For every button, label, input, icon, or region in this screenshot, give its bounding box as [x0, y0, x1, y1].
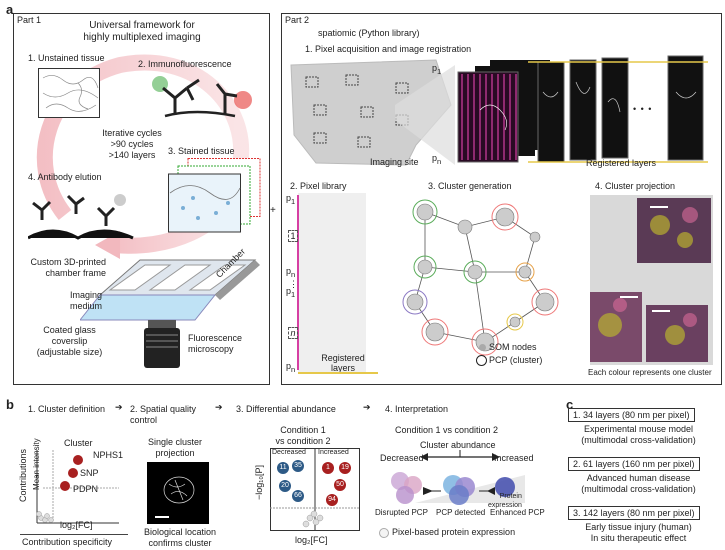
enhanced-label: Enhanced PCP	[490, 508, 545, 517]
inc-num-2: 19	[341, 464, 349, 471]
pcp-cluster-label: PCP (cluster)	[489, 355, 543, 365]
step2-label: 2. Immunofluorescence	[138, 59, 232, 69]
dec-num-4: 66	[294, 492, 302, 499]
panel-c-letter: c	[566, 397, 574, 412]
framework-title: Universal framework for highly multiplex…	[83, 20, 201, 43]
stack-ellipsis: • • •	[633, 104, 653, 114]
abundance-arrow	[420, 450, 500, 461]
single-cluster-image	[147, 462, 209, 524]
part2-title: Part 2	[285, 15, 310, 25]
som-graph	[402, 199, 559, 356]
contributions-label: Contributions	[18, 448, 28, 502]
lib-yellow-line	[298, 372, 378, 374]
part1-title: Part 1	[17, 15, 42, 25]
part2-step1: 1. Pixel acquisition and image registrat…	[305, 44, 472, 54]
stained-tissue	[168, 158, 261, 233]
c-item1-text: Experimental mouse model (multimodal cro…	[581, 424, 696, 445]
registered-layers-label: Registered layers	[586, 158, 657, 168]
pixel-library-panel	[298, 193, 366, 373]
b-step2: 2. Spatial quality control	[130, 404, 197, 425]
marker-2: SNP	[80, 468, 99, 478]
c-item3-text: Early tissue injury (human) In situ ther…	[585, 522, 692, 543]
c-item1-box: 1. 34 layers (80 nm per pixel)	[568, 408, 695, 422]
imaging-medium-label: Imaging medium	[69, 290, 102, 311]
zoom-lines	[395, 65, 455, 165]
each-colour-label: Each colour represents one cluster	[588, 368, 712, 377]
b-step3: 3. Differential abundance	[236, 404, 336, 414]
pixel-library-bar	[297, 195, 299, 370]
dec-num-1: 11	[279, 464, 287, 471]
condition-title: Condition 1 vs condition 2	[275, 425, 331, 446]
b-step4: 4. Interpretation	[385, 404, 449, 414]
increased-label: Increased	[318, 449, 349, 456]
part2-box	[281, 13, 722, 385]
single-cluster-label: Single cluster projection	[147, 437, 203, 458]
c-item2-box: 2. 61 layers (160 nm per pixel)	[568, 457, 700, 471]
inc-num-3: 50	[336, 481, 344, 488]
coverslip-label: Coated glass coverslip (adjustable size)	[36, 325, 103, 357]
part1-box	[13, 13, 270, 385]
chamber-frame	[80, 259, 260, 321]
objective-icon	[144, 320, 180, 368]
som-node-legend	[479, 344, 486, 351]
panel-a-letter: a	[6, 2, 14, 17]
pixel-legend-icon	[379, 528, 389, 538]
c-item2-text: Advanced human disease (multimodal cross…	[581, 473, 696, 494]
bio-location-label: Biological location confirms cluster	[143, 527, 217, 548]
volcano-x-label: log₂[FC]	[295, 535, 328, 545]
dec-num-3: 20	[281, 482, 289, 489]
plus-sign: +	[270, 205, 276, 216]
decreased-label: Decreased	[272, 449, 306, 456]
unstained-tissue	[38, 68, 100, 118]
imaging-site-label: Imaging site	[370, 157, 419, 167]
step1-label: 1. Unstained tissue	[28, 53, 105, 63]
pixel-library-title: 2. Pixel library	[290, 181, 347, 191]
pn-label: pn	[432, 153, 442, 166]
registered-stack	[528, 55, 708, 163]
contribution-specificity: Contribution specificity	[22, 537, 113, 547]
c-item3-box: 3. 142 layers (80 nm per pixel)	[568, 506, 700, 520]
pixel-based-label: Pixel-based protein expression	[392, 527, 516, 537]
b-step1: 1. Cluster definition	[28, 404, 106, 414]
tissue-overview	[290, 59, 452, 166]
pcp-legend	[476, 355, 487, 366]
inc-num-1: 1	[326, 464, 330, 471]
cluster-def-plot	[36, 450, 119, 524]
lib-n: n	[288, 327, 298, 339]
chamber-frame-label: Custom 3D-printed chamber frame	[30, 257, 106, 278]
elution-icon	[28, 194, 134, 240]
p1-label: p1	[432, 63, 442, 76]
protein-expr-label: Protein expression	[488, 493, 522, 509]
step3-label: 3. Stained tissue	[168, 146, 235, 156]
mean-intensity-label: Mean intensity	[32, 438, 41, 490]
cluster-title: Cluster	[64, 438, 93, 448]
detected-label: PCP detected	[436, 508, 486, 517]
cycles-text: Iterative cycles >90 cycles >140 layers	[102, 128, 162, 160]
dec-num-2: 35	[294, 462, 302, 469]
microscopy-label: Fluorescence microscopy	[188, 333, 243, 354]
y-p-label: −log₁₀[P]	[254, 464, 264, 500]
marker-3: PDPN	[73, 484, 99, 494]
panel-b-letter: b	[6, 397, 14, 412]
antibody-icon	[152, 76, 252, 118]
spec-arrow	[20, 534, 128, 535]
cluster-gen-title: 3. Cluster generation	[428, 181, 512, 191]
condition-vs: Condition 1 vs condition 2	[395, 425, 499, 435]
disrupted-label: Disrupted PCP	[375, 508, 428, 517]
library-label: spatiomic (Python library)	[318, 28, 420, 38]
decreased2-label: Decreased	[380, 453, 424, 463]
inc-num-4: 94	[328, 496, 336, 503]
lib-1: 1	[288, 230, 298, 242]
lib-registered: Registered layers	[321, 353, 365, 373]
som-nodes-label: SOM nodes	[489, 342, 537, 352]
volcano-plot	[270, 448, 360, 531]
projection-insets	[590, 198, 711, 362]
marker-1: NPHS1	[93, 450, 124, 460]
increased2-label: Increased	[494, 453, 534, 463]
x-fc-label: log₂[FC]	[60, 520, 93, 530]
pcp-circles	[391, 472, 525, 505]
step4-label: 4. Antibody elution	[28, 172, 102, 182]
cluster-abundance: Cluster abundance	[420, 440, 496, 450]
cluster-proj-title: 4. Cluster projection	[595, 181, 676, 191]
